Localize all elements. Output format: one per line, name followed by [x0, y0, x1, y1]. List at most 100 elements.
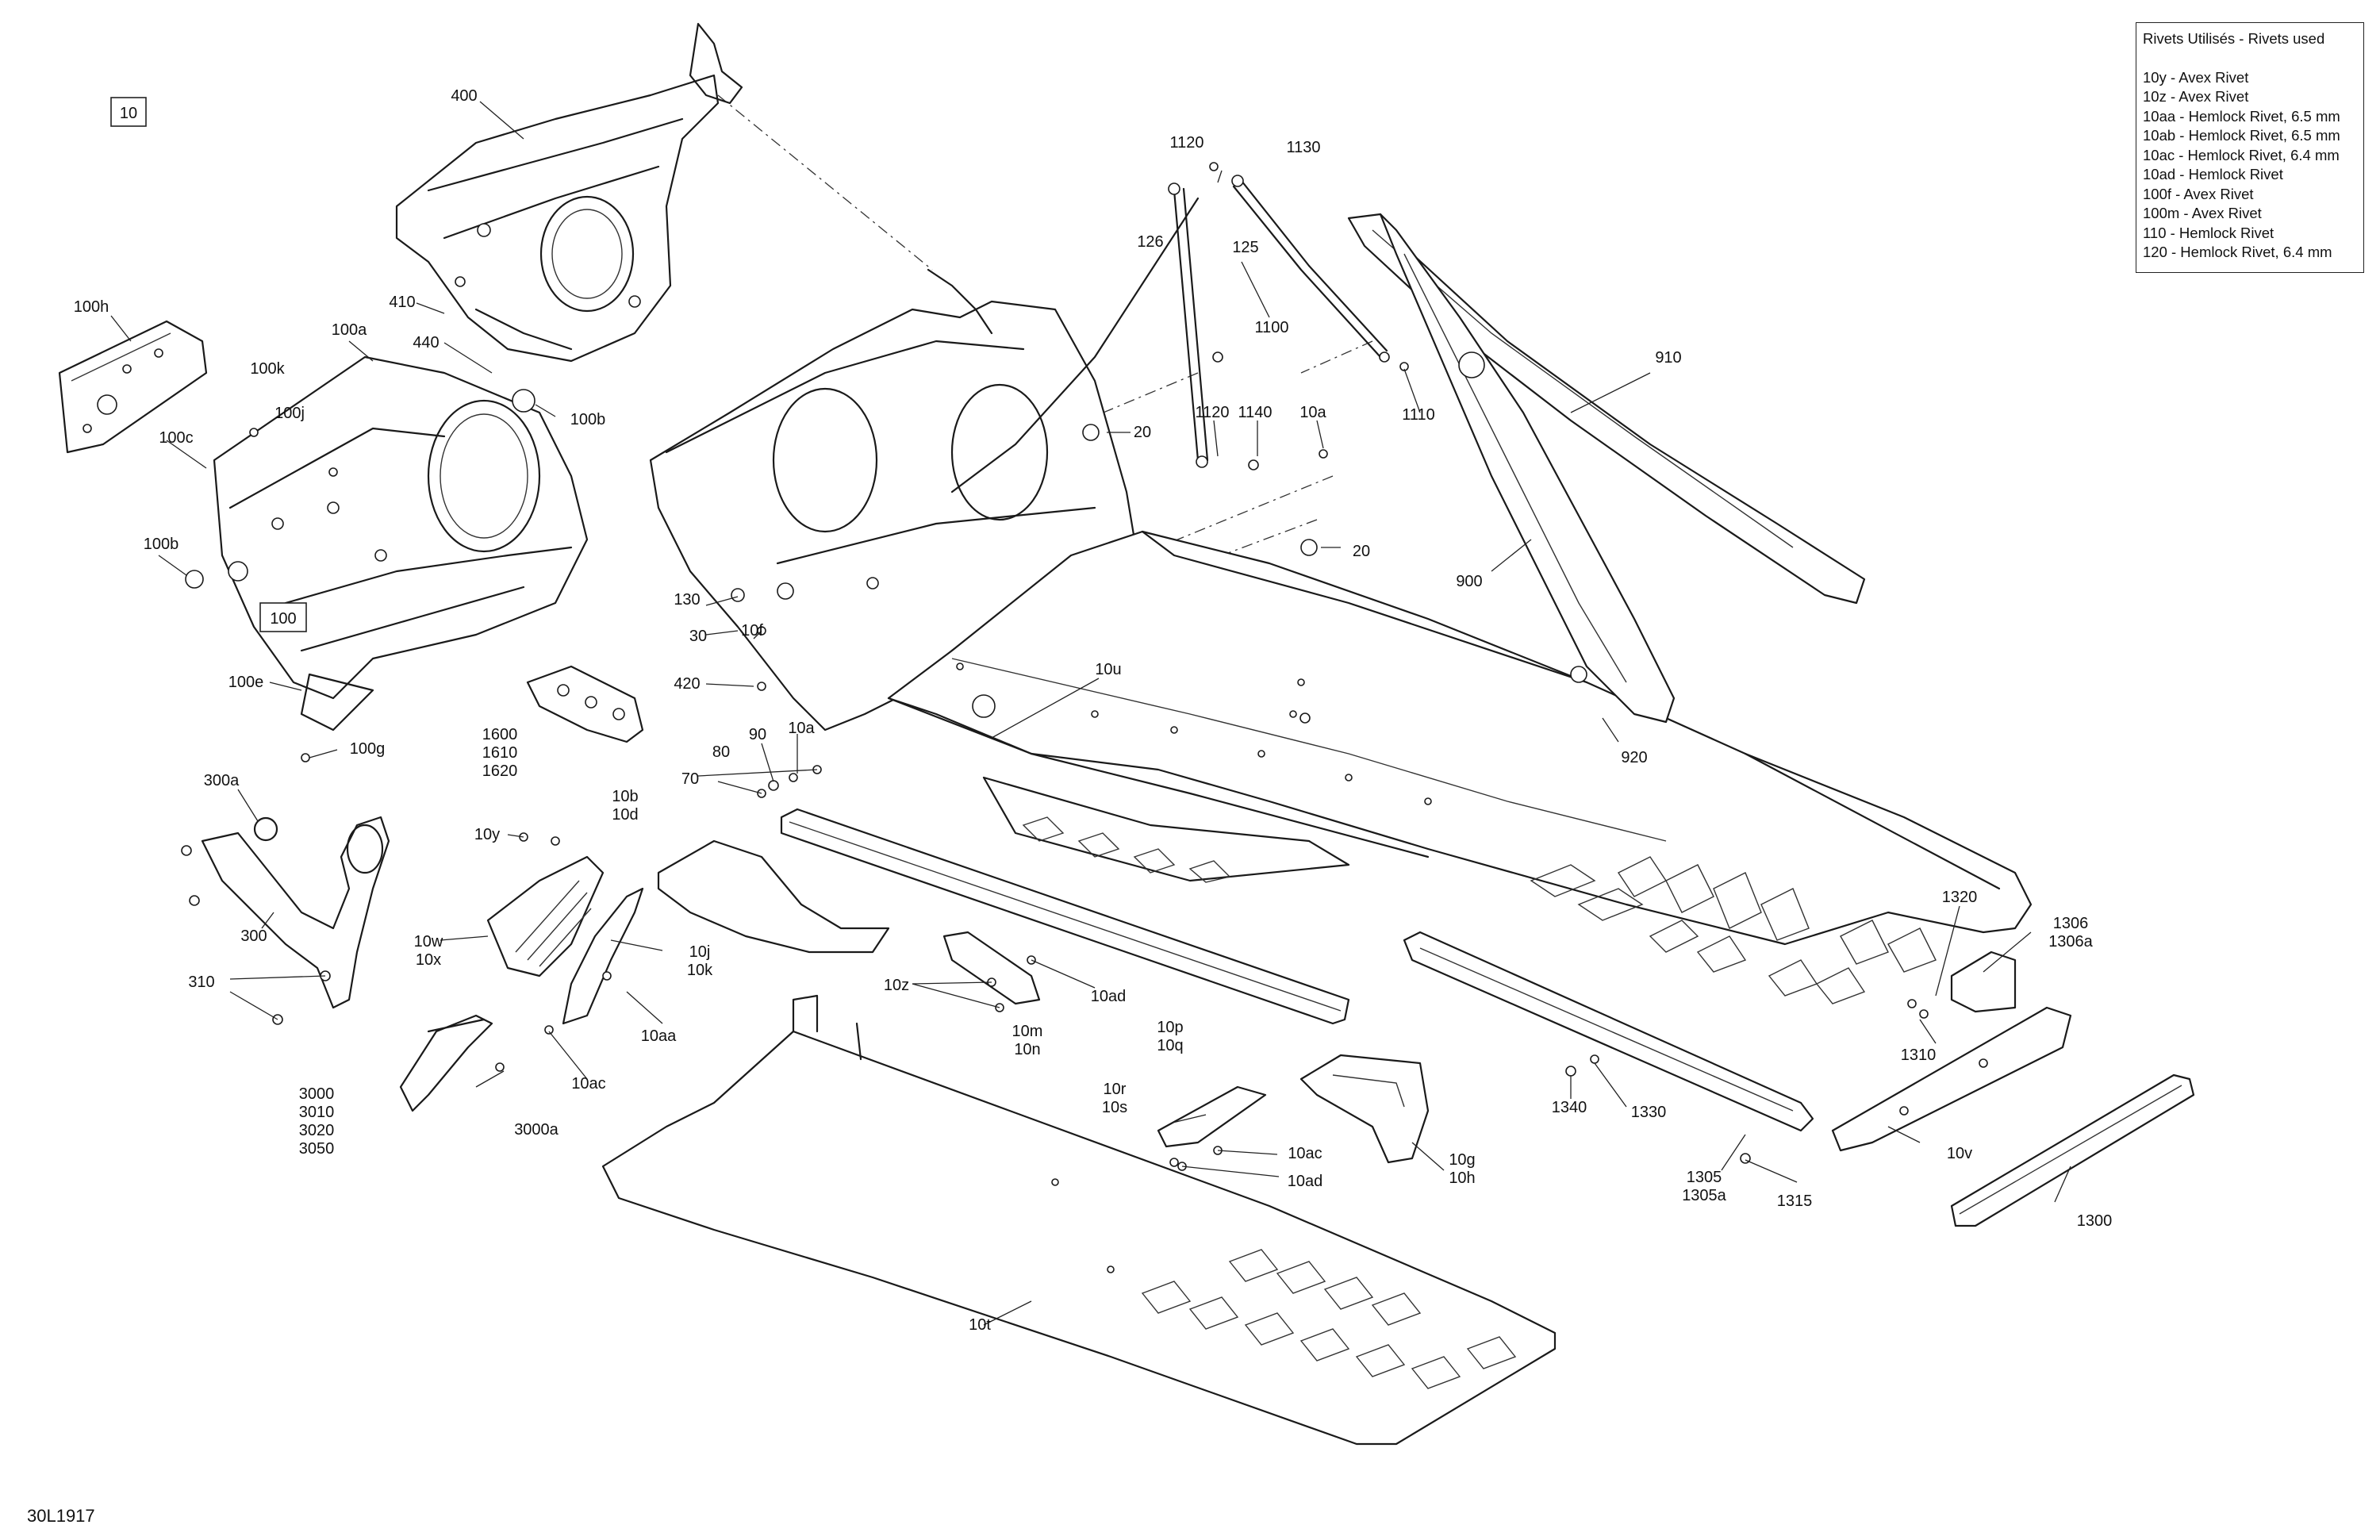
callout-1130: 1130: [1286, 139, 1320, 156]
callout-100g: 100g: [350, 740, 386, 758]
part-main-chassis: [649, 268, 2033, 1004]
legend-item: 10z - Avex Rivet: [2143, 88, 2249, 105]
callout-100j: 100j: [274, 405, 305, 422]
callout-910: 910: [1655, 349, 1681, 367]
part-10v-bracket: [1831, 1006, 2072, 1152]
part-10b-support: [657, 839, 890, 954]
part-10j-bracket: [562, 887, 644, 1025]
part-10p-extrusion: [780, 808, 1350, 1025]
callout-10a-mid: 10a: [788, 720, 815, 737]
callout-labels: 400 410 440 100h 100a 100k 100j 100c 100…: [74, 87, 2113, 1334]
part-10r-footrest: [1157, 1085, 1267, 1148]
legend-item: 120 - Hemlock Rivet, 6.4 mm: [2143, 244, 2332, 260]
callout-1320: 1320: [1942, 889, 1978, 906]
callout-1140: 1140: [1238, 404, 1272, 421]
callout-410: 410: [389, 294, 415, 311]
part-400-upper-bulkhead: [395, 22, 743, 363]
callout-10t: 10t: [969, 1316, 991, 1334]
callout-3050: 3050: [299, 1140, 335, 1158]
callout-30: 30: [689, 628, 707, 645]
callout-100e: 100e: [228, 674, 264, 691]
diagram-code: 30L1917: [27, 1506, 95, 1526]
callout-1620: 1620: [482, 762, 518, 780]
callout-100b-top: 100b: [570, 411, 606, 428]
callout-20-mid: 20: [1353, 543, 1370, 560]
legend-item: 10ad - Hemlock Rivet: [2143, 166, 2283, 182]
part-3000-bracket: [399, 1014, 493, 1112]
callout-1110: 1110: [1402, 406, 1435, 424]
callout-10r: 10r: [1104, 1081, 1127, 1098]
callout-3000: 3000: [299, 1085, 335, 1103]
part-1306-bracket: [1950, 950, 2017, 1013]
callout-300a: 300a: [204, 772, 240, 789]
callout-3000a: 3000a: [514, 1121, 559, 1139]
callout-130: 130: [674, 591, 700, 609]
callout-10p: 10p: [1157, 1019, 1183, 1036]
part-100h-plate: [58, 320, 208, 454]
callout-10ac-low: 10ac: [1288, 1145, 1322, 1162]
callout-1330: 1330: [1631, 1104, 1667, 1121]
callout-10f: 10f: [741, 622, 763, 639]
callout-1610: 1610: [482, 744, 518, 762]
part-1600-plate: [526, 665, 644, 743]
part-10g-duct: [1299, 1054, 1430, 1164]
callout-10m: 10m: [1012, 1023, 1043, 1040]
callout-1315: 1315: [1777, 1192, 1813, 1210]
callout-100b-left: 100b: [144, 536, 179, 553]
callout-1100: 1100: [1254, 319, 1288, 336]
callout-10u: 10u: [1095, 661, 1121, 678]
legend-item: 10ab - Hemlock Rivet, 6.5 mm: [2143, 127, 2340, 144]
callout-1340: 1340: [1552, 1099, 1587, 1116]
legend-item: 10y - Avex Rivet: [2143, 68, 2249, 86]
callout-10j: 10j: [689, 943, 711, 961]
callout-1306a: 1306a: [2048, 933, 2093, 950]
callout-920: 920: [1621, 749, 1647, 766]
part-1305-rail: [1403, 931, 1814, 1132]
callout-100a: 100a: [332, 321, 367, 339]
callout-440: 440: [413, 334, 439, 351]
part-100-front-bulkhead: [213, 355, 589, 732]
callout-10-boxed: 10: [120, 105, 137, 122]
callout-10d: 10d: [612, 806, 638, 824]
callout-10n: 10n: [1014, 1041, 1040, 1058]
callout-310: 310: [188, 974, 214, 991]
legend-item: 110 - Hemlock Rivet: [2143, 224, 2274, 241]
callout-10ad-mid: 10ad: [1091, 988, 1127, 1005]
legend-item: 100m - Avex Rivet: [2143, 205, 2262, 221]
callout-80: 80: [712, 743, 730, 761]
callout-10h: 10h: [1449, 1169, 1475, 1187]
callout-1305a: 1305a: [1682, 1187, 1726, 1204]
part-10m-bracket: [942, 931, 1041, 1005]
part-10w-mesh: [486, 855, 605, 977]
callout-10k: 10k: [687, 962, 713, 979]
callout-1120-mid: 1120: [1195, 404, 1229, 421]
callout-1310: 1310: [1901, 1047, 1937, 1064]
callout-100c: 100c: [159, 429, 193, 447]
legend-item: 100f - Avex Rivet: [2143, 185, 2254, 202]
callout-70: 70: [681, 770, 699, 788]
callout-100k: 100k: [250, 360, 285, 378]
callout-100h: 100h: [74, 298, 109, 316]
callout-10b: 10b: [612, 788, 638, 805]
callout-10y: 10y: [474, 826, 500, 843]
callout-1120-top: 1120: [1169, 134, 1203, 152]
callout-400: 400: [451, 87, 477, 105]
callout-126: 126: [1137, 233, 1163, 251]
callout-10a-top: 10a: [1299, 404, 1326, 421]
callout-10ac-left: 10ac: [571, 1075, 605, 1093]
callout-10aa: 10aa: [641, 1027, 677, 1045]
callout-900: 900: [1456, 573, 1482, 590]
callout-1305: 1305: [1687, 1169, 1722, 1186]
leader-lines: [110, 101, 2071, 1326]
callout-1600: 1600: [482, 726, 518, 743]
callout-125: 125: [1232, 239, 1258, 256]
part-10t-panel: [601, 994, 1557, 1446]
callout-10v: 10v: [1947, 1145, 1972, 1162]
legend-item: 10ac - Hemlock Rivet, 6.4 mm: [2143, 146, 2340, 163]
callout-10z: 10z: [884, 977, 909, 994]
callout-90: 90: [749, 726, 766, 743]
callout-420: 420: [674, 675, 700, 693]
callout-100-boxed: 100: [270, 610, 296, 628]
callout-10x: 10x: [416, 951, 441, 969]
